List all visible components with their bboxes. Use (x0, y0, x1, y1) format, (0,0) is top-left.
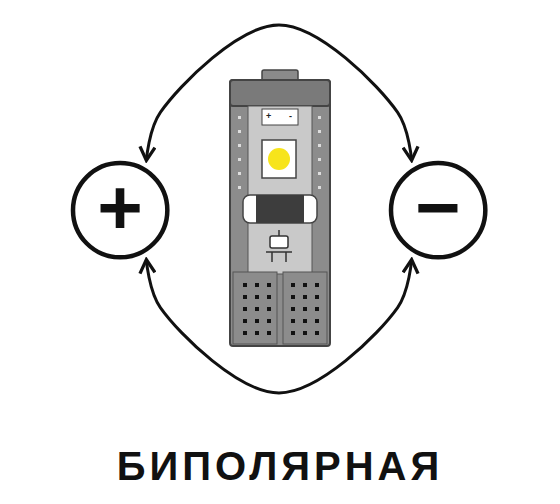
contact-leg (233, 272, 277, 344)
resistor-symbol (243, 195, 317, 223)
leg-dots (290, 280, 326, 340)
polarity-sign: − (415, 168, 461, 246)
polarity-mark: - (289, 112, 292, 121)
leg-dots (240, 280, 276, 340)
polarity-mark: + (266, 112, 271, 121)
led-chip (262, 140, 296, 178)
resistor-body (256, 195, 304, 223)
polarity-sign: + (97, 168, 143, 246)
side-dots (236, 112, 244, 192)
caption: БИПОЛЯРНАЯ (0, 446, 560, 486)
led-light (268, 148, 290, 170)
bulb-cap (230, 80, 330, 106)
circuit-board (248, 106, 312, 274)
side-dots (316, 112, 324, 192)
diode-symbol (266, 230, 292, 262)
smd-resistor (262, 109, 298, 125)
contact-leg (283, 272, 327, 344)
polarity-circle: − (388, 160, 488, 260)
bulb-body (230, 80, 330, 346)
polarity-circle: + (70, 160, 170, 260)
